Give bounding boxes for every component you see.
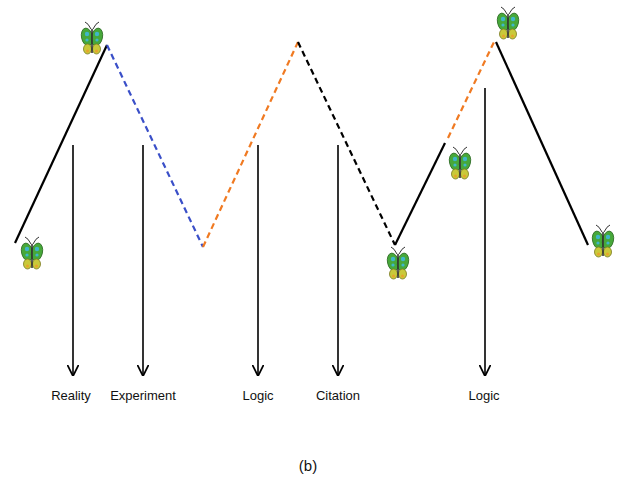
axis-label: Experiment [110, 388, 176, 404]
butterfly-icon [496, 7, 521, 39]
orange-dashed-segment [203, 42, 298, 247]
axis-label: Reality [51, 388, 91, 404]
orange-dashed-segment [448, 42, 494, 138]
butterfly-icon [386, 247, 411, 279]
down-arrow [337, 145, 339, 375]
axis-label: Logic [468, 388, 499, 404]
solid-segment [496, 42, 588, 245]
down-arrow [257, 145, 259, 375]
butterfly-icon [80, 22, 105, 54]
butterfly-icon [448, 147, 473, 179]
solid-segment [395, 143, 445, 245]
blue-dashed-segment [107, 45, 203, 247]
black-dashed-segment [298, 42, 395, 245]
butterfly-icon [20, 237, 45, 269]
down-arrow [72, 145, 74, 375]
down-arrow [484, 88, 486, 375]
axis-label: Citation [316, 388, 360, 404]
axis-label: Logic [242, 388, 273, 404]
solid-segment [15, 45, 107, 243]
butterfly-icon [591, 225, 616, 257]
down-arrow [142, 145, 144, 375]
figure-caption: (b) [299, 458, 317, 474]
